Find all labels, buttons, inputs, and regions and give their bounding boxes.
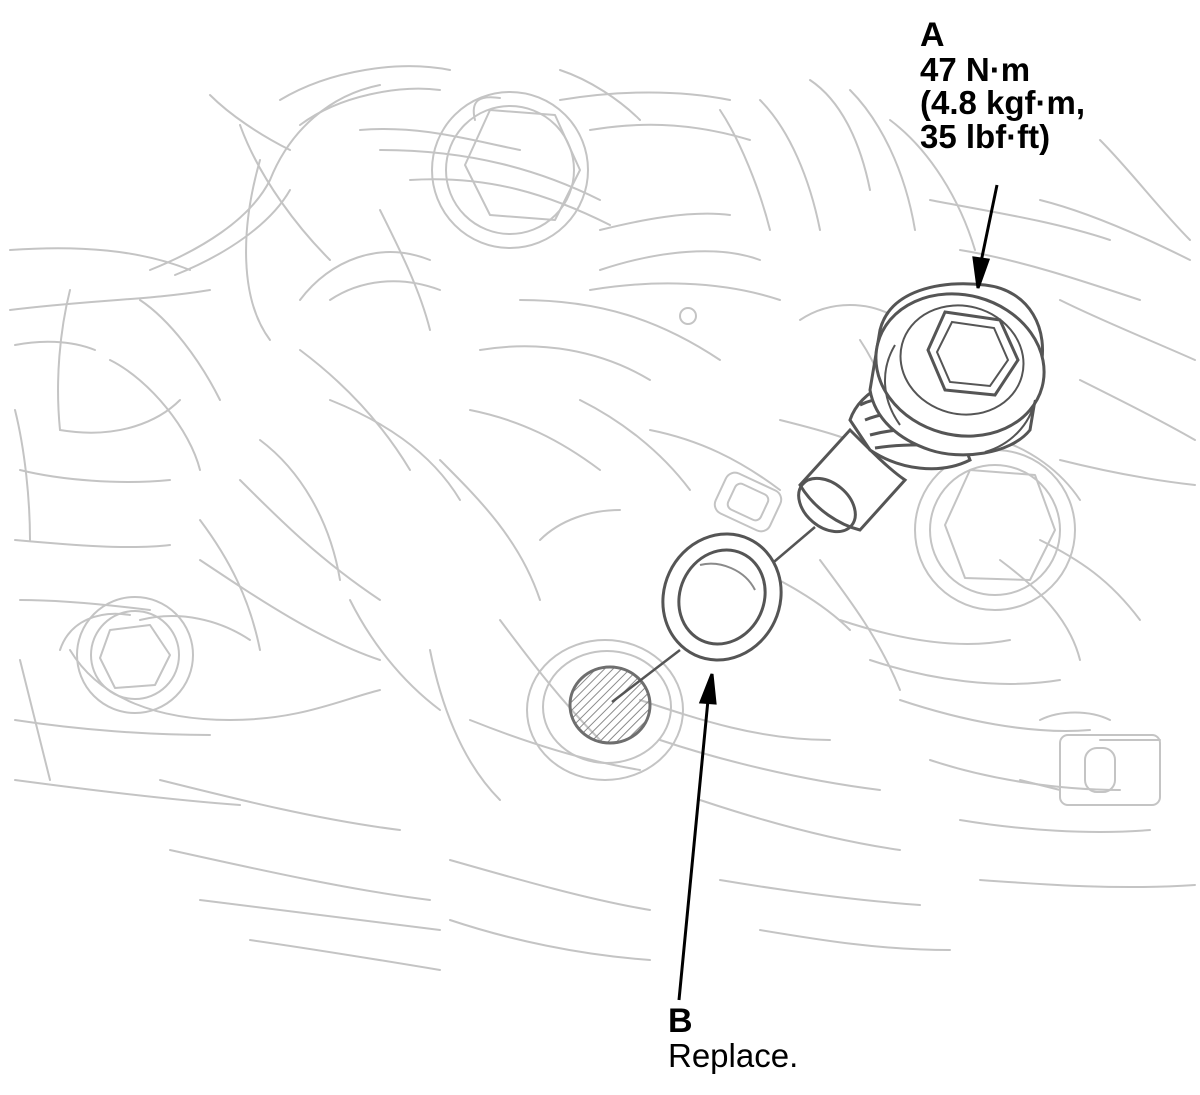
torque-lbfft-line: 35 lbf·ft) xyxy=(920,117,1051,155)
replace-note: Replace. xyxy=(668,1036,799,1074)
torque-nm-line: 47 N·m xyxy=(920,50,1031,88)
callout-a-letter: A xyxy=(920,16,945,54)
callout-b-letter: B xyxy=(668,1002,693,1040)
torque-kgfm-line: (4.8 kgf·m, xyxy=(920,84,1086,122)
callout-a-torque-spec: A 47 N·m (4.8 kgf·m, 35 lbf·ft) xyxy=(920,18,1085,154)
drain-plug-bolt-a xyxy=(797,282,1046,534)
drain-hole-hatched xyxy=(568,665,652,745)
callout-b-washer-note: B Replace. xyxy=(668,1004,798,1072)
transmission-housing-lineart xyxy=(9,65,1196,971)
sealing-washer-b xyxy=(661,532,783,662)
leader-lines xyxy=(677,184,999,1001)
